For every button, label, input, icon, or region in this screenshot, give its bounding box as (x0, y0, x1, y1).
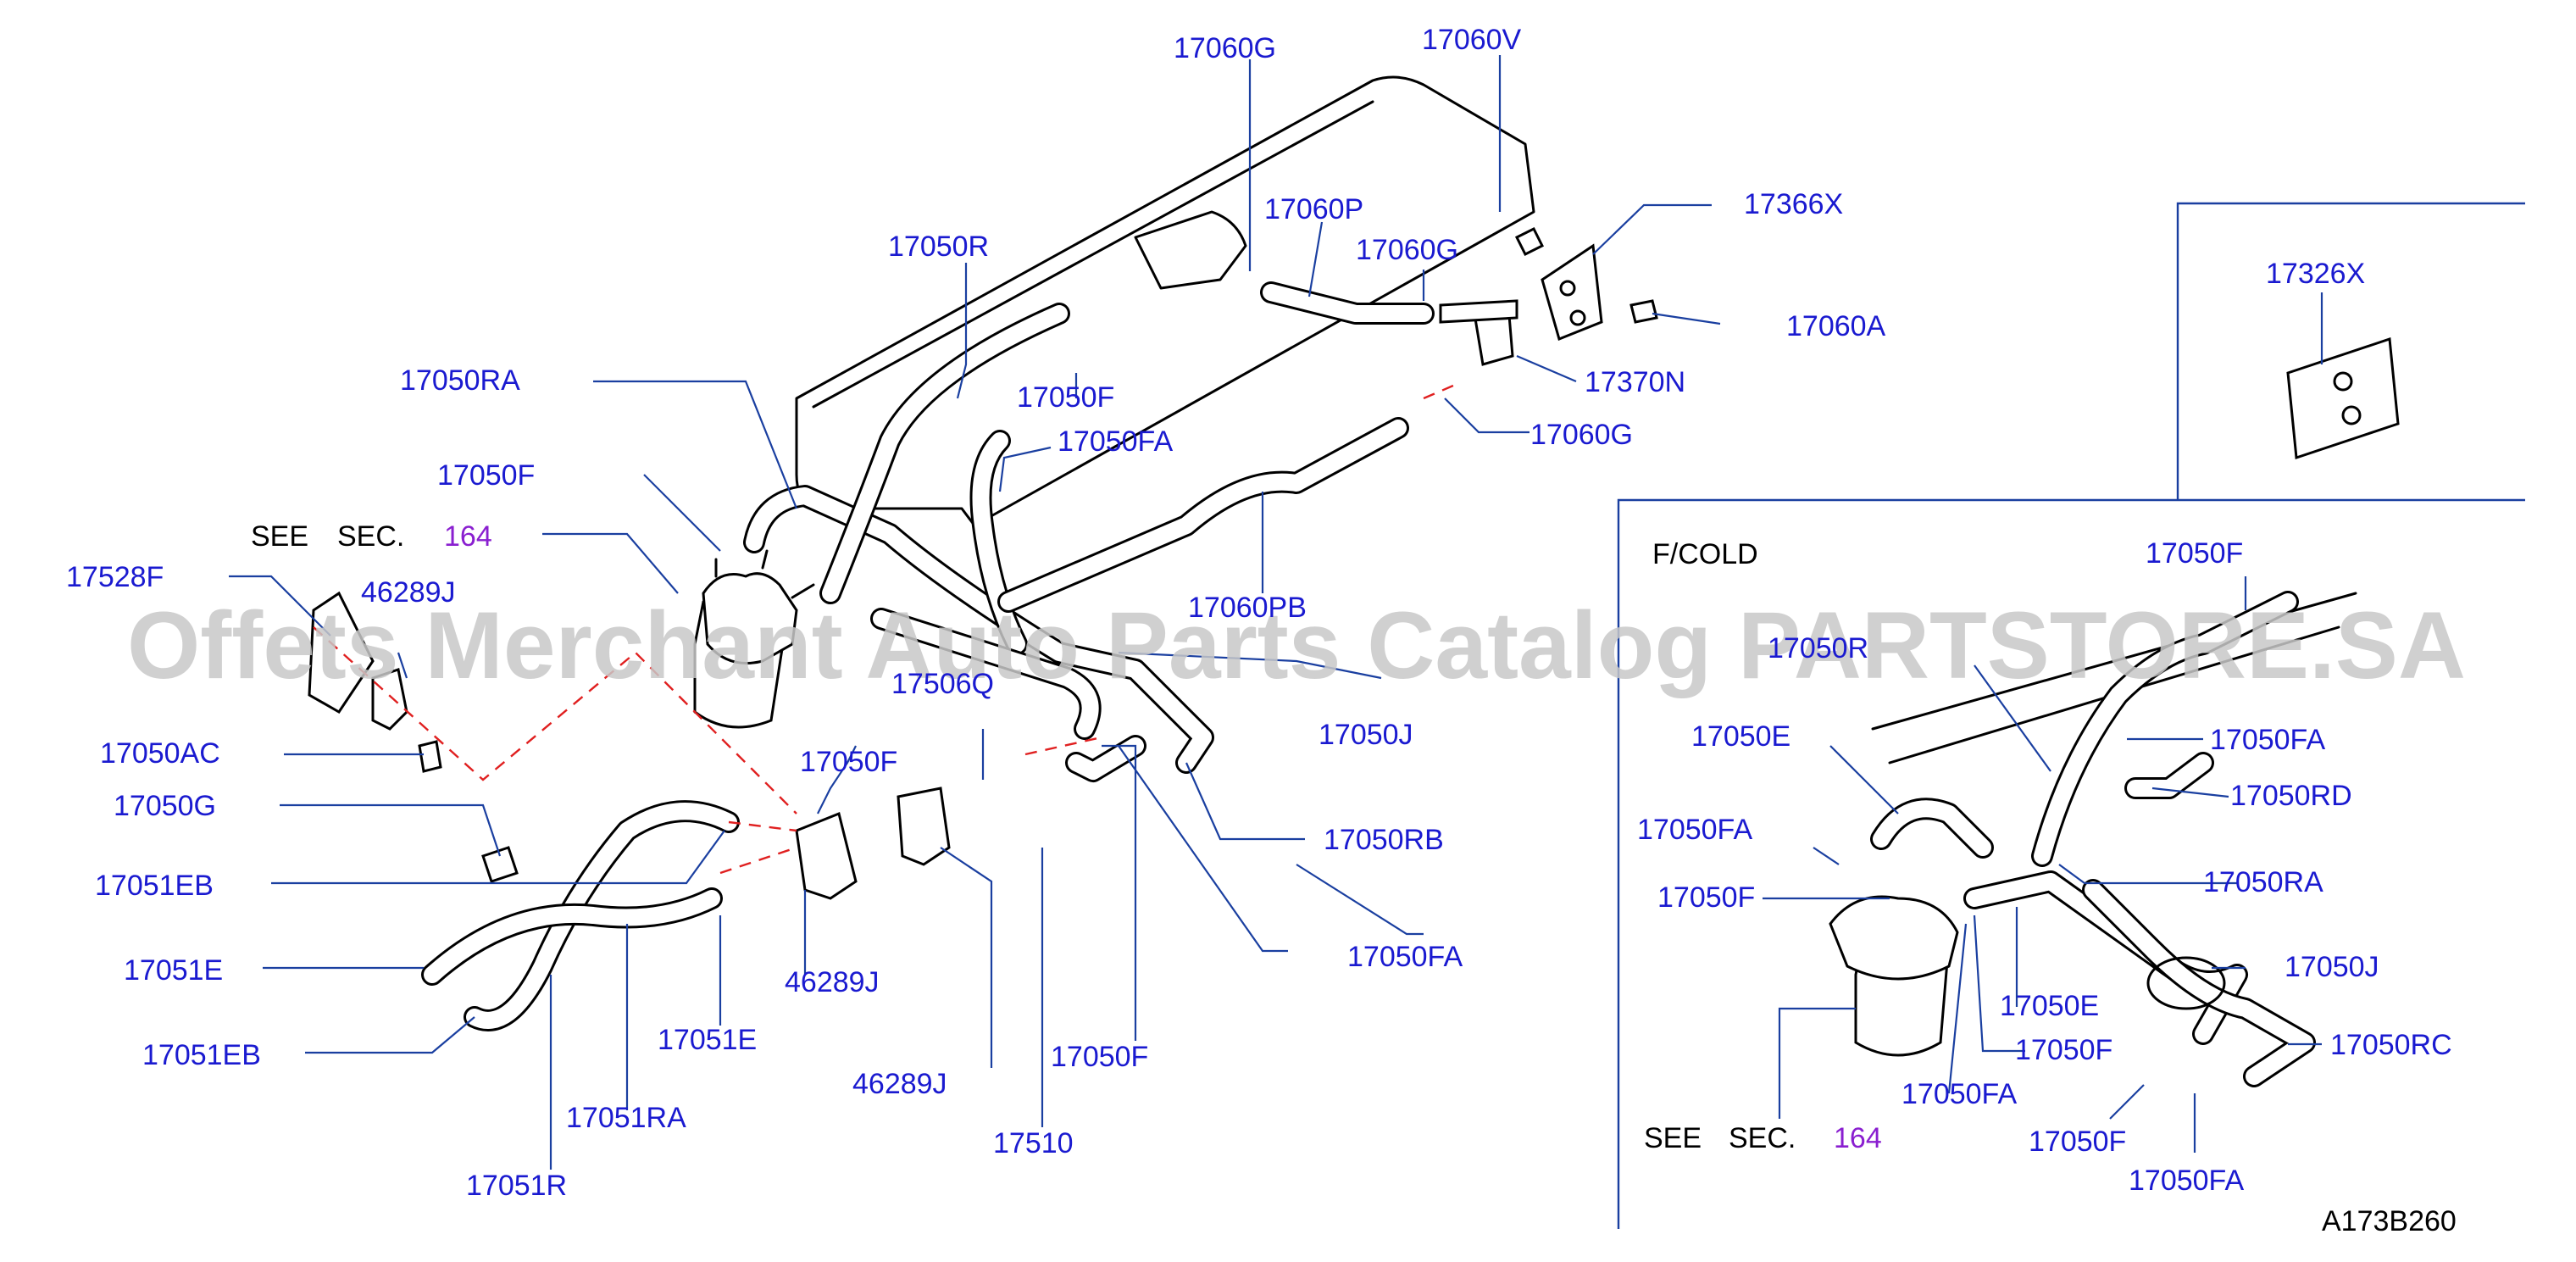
label-17050G: 17050G (114, 790, 216, 822)
cold-sec-text: SEC. (1729, 1122, 1796, 1154)
label-17060P: 17060P (1264, 193, 1363, 225)
cold-sec-number: 164 (1834, 1122, 1882, 1154)
dashed-lines (313, 384, 1454, 875)
canister (693, 549, 815, 729)
label-17050FA-b: 17050FA (1347, 941, 1463, 973)
inset-frames (1617, 202, 2525, 1229)
label-17326X: 17326X (2266, 258, 2365, 290)
label-17051E-b: 17051E (658, 1024, 757, 1056)
cold-see-text: SEE (1644, 1122, 1702, 1154)
label-17051RA: 17051RA (566, 1102, 686, 1134)
label-17051EB-a: 17051EB (95, 870, 214, 902)
sec-text: SEC. (337, 520, 404, 553)
cold-label-17050E-b: 17050E (2000, 990, 2099, 1022)
label-17050AC: 17050AC (100, 737, 220, 770)
label-17050F-c: 17050F (800, 746, 897, 778)
cold-label-17050R: 17050R (1768, 632, 1868, 664)
label-17051EB-b: 17051EB (142, 1039, 261, 1071)
label-46289J-c: 46289J (852, 1068, 947, 1100)
inset-17326x-part (2286, 292, 2400, 460)
cold-label-17050FA-b: 17050FA (1637, 814, 1752, 846)
label-17528F: 17528F (66, 561, 164, 593)
inset-cold-labels: F/COLD 17050F 17050R 17050E 17050FA 1705… (1637, 537, 2452, 1197)
hoses-main (421, 281, 1435, 1031)
label-17060PB: 17060PB (1188, 592, 1307, 624)
see-sec-main: SEE SEC. 164 (251, 520, 492, 553)
label-17050RA: 17050RA (400, 364, 520, 397)
label-17060V: 17060V (1422, 24, 1522, 56)
label-46289J-b: 46289J (785, 966, 880, 998)
label-46289J-a: 46289J (361, 576, 456, 609)
main-labels: 17060G 17060V 17366X 17060P 17060G 17050… (66, 24, 1886, 1202)
leader-lines-cold (1763, 576, 2322, 1153)
diagram-code: A173B260 (2322, 1205, 2457, 1237)
filter-and-bracket (1439, 226, 1658, 366)
cold-label-17050F-d: 17050F (2029, 1126, 2126, 1158)
leader-lines-main (229, 55, 1721, 1170)
cold-label-17050FA-d: 17050FA (2129, 1165, 2244, 1197)
label-17050FA-a: 17050FA (1058, 425, 1173, 458)
label-17051R: 17051R (466, 1170, 567, 1202)
label-17050F-a: 17050F (1017, 381, 1114, 414)
cold-label-17050RC: 17050RC (2330, 1029, 2452, 1061)
label-17050RB: 17050RB (1324, 824, 1444, 856)
watermark-text: Offets Merchant Auto Parts Catalog PARTS… (127, 592, 2466, 698)
cold-label-17050FA-a: 17050FA (2210, 724, 2325, 756)
label-17050F-d: 17050F (1051, 1041, 1148, 1073)
inset-cold-drawing (1829, 591, 2357, 1087)
label-17370N: 17370N (1585, 366, 1685, 398)
sec-number: 164 (444, 520, 492, 553)
cold-label-17050F-b: 17050F (1657, 881, 1755, 914)
label-17050J: 17050J (1319, 719, 1413, 751)
cold-label-17050E-a: 17050E (1691, 720, 1790, 753)
cold-label-17050F-a: 17050F (2146, 537, 2243, 570)
label-17050R: 17050R (888, 231, 989, 263)
cold-label-17050FA-c: 17050FA (1901, 1078, 2017, 1110)
valve-assemblies (308, 591, 951, 900)
label-17060G-top: 17060G (1174, 32, 1276, 64)
label-17510: 17510 (993, 1127, 1074, 1159)
inset-title: F/COLD (1652, 538, 1758, 570)
cold-label-17050J: 17050J (2285, 951, 2379, 983)
cold-label-17050RD: 17050RD (2230, 780, 2352, 812)
label-17506Q: 17506Q (891, 668, 994, 700)
cold-label-17050RA: 17050RA (2203, 866, 2323, 898)
label-17051E-a: 17051E (124, 954, 223, 987)
label-17060A: 17060A (1786, 310, 1886, 342)
label-17060G-low: 17060G (1530, 419, 1633, 451)
cold-label-17050F-c: 17050F (2015, 1034, 2112, 1066)
label-17050F-b: 17050F (437, 459, 535, 492)
see-text: SEE (251, 520, 308, 553)
label-17060G-mid: 17060G (1356, 234, 1458, 266)
fuel-tank-outline (795, 75, 1535, 527)
label-17366X: 17366X (1744, 188, 1843, 220)
